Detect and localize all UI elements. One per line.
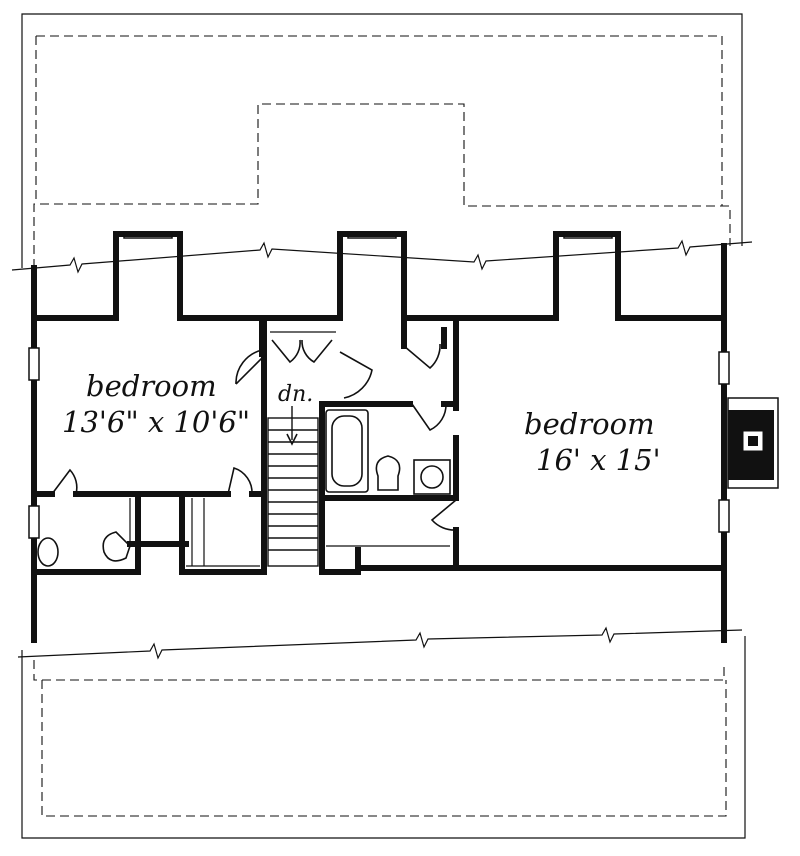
left-bedroom-dimensions: 13'6" x 10'6" xyxy=(62,405,251,439)
chimney xyxy=(727,397,779,489)
walls xyxy=(31,231,727,643)
stairs xyxy=(267,406,319,567)
roof-outline xyxy=(21,13,746,839)
dormer-windows xyxy=(123,231,613,239)
door-swings xyxy=(51,339,457,531)
toilets xyxy=(37,455,401,567)
right-bedroom-name: bedroom xyxy=(524,407,655,441)
right-bedroom-dimensions: 16' x 15' xyxy=(536,443,661,477)
bathtub xyxy=(325,409,369,493)
eave-dashed-lines xyxy=(33,35,731,817)
stair-down-label: dn. xyxy=(278,382,314,407)
thin-lines xyxy=(129,331,450,567)
side-windows xyxy=(28,347,730,539)
lavatory xyxy=(413,459,451,495)
break-lines xyxy=(11,239,753,660)
left-bedroom-name: bedroom xyxy=(86,369,217,403)
